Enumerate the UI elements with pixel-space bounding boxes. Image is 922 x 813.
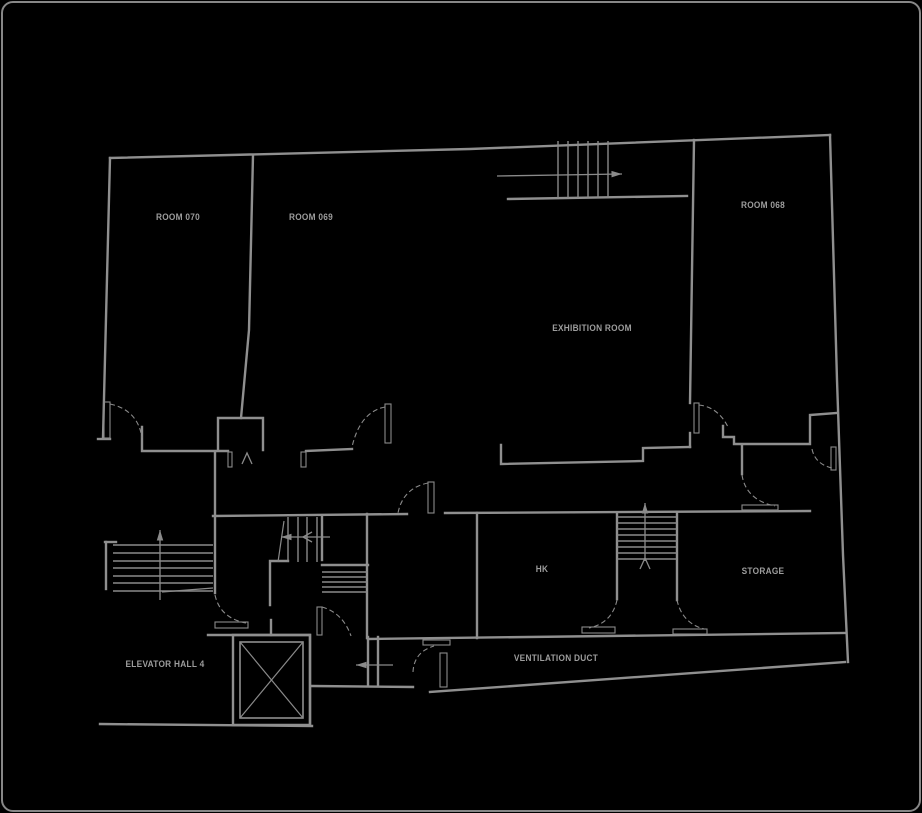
- hk-room-label: HK: [535, 564, 549, 574]
- wall: [216, 416, 265, 452]
- door-leaf: [427, 481, 435, 514]
- chevron-arrow-head: [301, 531, 313, 543]
- door-swing-arc: [351, 406, 386, 448]
- wall: [828, 133, 850, 664]
- wall: [211, 512, 409, 518]
- door-leaf: [316, 606, 323, 636]
- wall: [140, 425, 230, 453]
- wall: [304, 447, 354, 453]
- arrow-head: [281, 533, 292, 541]
- wall: [721, 411, 838, 446]
- door-swing-arc: [698, 404, 729, 428]
- door-leaf: [384, 403, 392, 444]
- storage-room-label: STORAGE: [741, 566, 785, 576]
- chevron-arrow-head: [241, 451, 253, 465]
- chevron-arrow-head: [639, 556, 651, 570]
- elevator-hall-label: ELEVATOR HALL 4: [125, 659, 205, 669]
- wall: [499, 443, 692, 466]
- door-leaf: [830, 446, 837, 471]
- ventilation-duct-label: VENTILATION DUCT: [513, 653, 599, 663]
- door-leaf: [672, 628, 708, 635]
- door-leaf: [227, 451, 233, 468]
- room-068-label: ROOM 068: [740, 200, 786, 210]
- door-swing-arc: [741, 474, 776, 507]
- door-leaf: [741, 504, 779, 511]
- wall: [239, 153, 255, 420]
- door-swing-arc: [397, 482, 429, 514]
- room-070-label: ROOM 070: [155, 212, 201, 222]
- elevator-shaft-box: [239, 641, 304, 719]
- door-leaf: [300, 451, 307, 468]
- arrow-head: [156, 530, 164, 541]
- arrow-head: [641, 503, 649, 514]
- wall: [310, 684, 415, 689]
- door-leaf: [693, 402, 700, 434]
- door-swing-arc: [676, 599, 705, 630]
- wall: [443, 509, 812, 515]
- direction-arrow: [496, 173, 623, 177]
- thin-line: [277, 520, 285, 563]
- door-leaf: [422, 639, 451, 646]
- door-swing-arc: [214, 594, 247, 624]
- room-069-label: ROOM 069: [288, 212, 334, 222]
- wall: [101, 156, 112, 440]
- exhibition-room-label: EXHIBITION ROOM: [552, 323, 632, 333]
- door-leaf: [581, 626, 616, 634]
- arrow-head: [611, 170, 622, 178]
- door-leaf: [214, 621, 249, 629]
- wall: [688, 138, 696, 405]
- door-leaf: [103, 401, 111, 439]
- wall: [428, 660, 847, 694]
- thin-line: [239, 641, 304, 719]
- wall: [366, 631, 847, 641]
- wall: [268, 559, 290, 607]
- door-swing-arc: [811, 448, 833, 469]
- door-swing-arc: [109, 403, 143, 439]
- door-swing-arc: [321, 606, 352, 637]
- wall: [231, 633, 312, 727]
- door-swing-arc: [588, 599, 618, 629]
- arrow-head: [356, 661, 367, 669]
- door-leaf: [439, 652, 448, 688]
- wall: [108, 133, 832, 160]
- door-swing-arc: [412, 645, 435, 673]
